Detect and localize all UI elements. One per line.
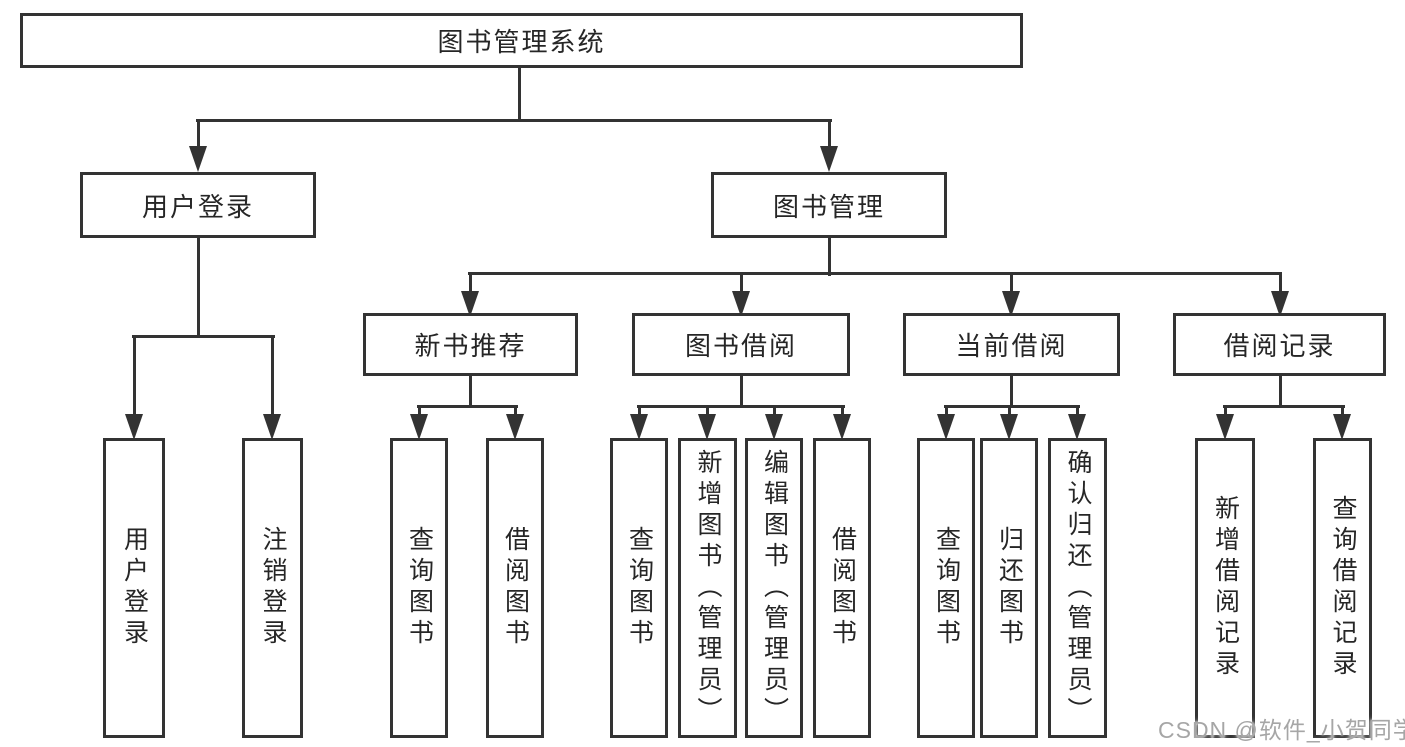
- node-bb-borrow-book-label: 借阅图书: [828, 526, 857, 650]
- connector-new-book-rec-bus: [417, 405, 518, 408]
- connector-book-mgmt-stem: [828, 238, 831, 276]
- arrowhead-to-borrow-records: [1271, 291, 1289, 317]
- arrow-line-to-bb-edit-book: [773, 406, 776, 416]
- node-bb-add-book-label: 新增图书（管理员）: [694, 448, 722, 728]
- arrow-line-to-nbr-query-book: [418, 406, 421, 416]
- arrow-line-to-bb-add-book: [706, 406, 709, 416]
- node-bb-edit-book: 编辑图书（管理员）: [745, 438, 803, 738]
- node-leaf-user-login: 用户登录: [103, 438, 165, 738]
- arrowhead-to-current-borrow: [1002, 291, 1020, 317]
- arrowhead-to-bb-add-book: [698, 414, 716, 440]
- arrow-line-to-cb-query-book: [945, 406, 948, 416]
- connector-borrow-records-bus: [1223, 405, 1345, 408]
- node-nbr-borrow-book-label: 借阅图书: [501, 526, 530, 650]
- arrowhead-to-leaf-logout: [263, 414, 281, 440]
- node-bb-borrow-book: 借阅图书: [813, 438, 871, 738]
- arrow-line-to-cb-confirm-return: [1076, 406, 1079, 416]
- connector-book-mgmt-bus: [468, 272, 1282, 275]
- arrowhead-to-bb-edit-book: [765, 414, 783, 440]
- arrow-line-to-borrow-records: [1279, 274, 1282, 294]
- arrow-line-to-bb-borrow-book: [841, 406, 844, 416]
- connector-root-stem: [518, 68, 521, 121]
- arrowhead-to-cb-query-book: [937, 414, 955, 440]
- arrowhead-to-cb-confirm-return: [1068, 414, 1086, 440]
- node-current-borrow-label: 当前借阅: [955, 331, 1068, 361]
- node-cb-confirm-return: 确认归还（管理员）: [1048, 438, 1107, 738]
- node-br-add-record: 新增借阅记录: [1195, 438, 1255, 738]
- arrow-line-to-user-login: [197, 120, 200, 150]
- node-root-label: 图书管理系统: [437, 27, 606, 57]
- arrowhead-to-book-borrow: [732, 291, 750, 317]
- node-br-query-record-label: 查询借阅记录: [1329, 495, 1357, 681]
- arrow-line-to-br-add-record: [1224, 406, 1227, 416]
- connector-book-borrow-bus: [637, 405, 845, 408]
- node-br-add-record-label: 新增借阅记录: [1211, 495, 1240, 681]
- connector-current-borrow-bus: [944, 405, 1080, 408]
- arrowhead-to-new-book-rec: [461, 291, 479, 317]
- arrowhead-to-book-mgmt: [820, 146, 838, 172]
- arrow-line-to-leaf-logout: [271, 336, 274, 416]
- node-cb-return-book: 归还图书: [980, 438, 1038, 738]
- node-new-book-rec-label: 新书推荐: [414, 331, 527, 361]
- node-bb-edit-book-label: 编辑图书（管理员）: [760, 448, 789, 728]
- arrowhead-to-br-add-record: [1216, 414, 1234, 440]
- arrow-line-to-current-borrow: [1010, 274, 1013, 294]
- connector-root-bus: [196, 119, 832, 122]
- connector-user-login-stem: [197, 238, 200, 338]
- arrow-line-to-nbr-borrow-book: [514, 406, 517, 416]
- connector-current-borrow-stem: [1010, 376, 1013, 407]
- node-borrow-records-label: 借阅记录: [1223, 331, 1336, 361]
- node-book-mgmt-label: 图书管理: [772, 191, 885, 222]
- node-nbr-borrow-book: 借阅图书: [486, 438, 544, 738]
- node-bb-add-book: 新增图书（管理员）: [678, 438, 737, 738]
- arrow-line-to-cb-return-book: [1008, 406, 1011, 416]
- node-leaf-logout-label: 注销登录: [259, 526, 287, 650]
- arrowhead-to-nbr-borrow-book: [506, 414, 524, 440]
- node-nbr-query-book-label: 查询图书: [405, 526, 434, 650]
- node-borrow-records: 借阅记录: [1173, 313, 1386, 376]
- node-user-login-label: 用户登录: [141, 191, 254, 222]
- connector-user-login-bus: [132, 335, 275, 338]
- node-current-borrow: 当前借阅: [903, 313, 1120, 376]
- node-cb-query-book-label: 查询图书: [932, 526, 961, 650]
- arrow-line-to-br-query-record: [1341, 406, 1344, 416]
- arrow-line-to-new-book-rec: [469, 274, 472, 294]
- node-leaf-user-login-label: 用户登录: [120, 526, 149, 650]
- arrowhead-to-leaf-user-login: [125, 414, 143, 440]
- node-cb-query-book: 查询图书: [917, 438, 975, 738]
- arrow-line-to-bb-query-book: [638, 406, 641, 416]
- arrow-line-to-book-borrow: [740, 274, 743, 294]
- arrowhead-to-br-query-record: [1333, 414, 1351, 440]
- arrowhead-to-cb-return-book: [1000, 414, 1018, 440]
- connector-new-book-rec-stem: [469, 376, 472, 407]
- node-new-book-rec: 新书推荐: [363, 313, 578, 376]
- node-nbr-query-book: 查询图书: [390, 438, 448, 738]
- arrowhead-to-bb-query-book: [630, 414, 648, 440]
- node-root: 图书管理系统: [20, 13, 1023, 68]
- node-br-query-record: 查询借阅记录: [1313, 438, 1372, 738]
- arrowhead-to-nbr-query-book: [410, 414, 428, 440]
- node-book-borrow: 图书借阅: [632, 313, 850, 376]
- node-bb-query-book-label: 查询图书: [625, 526, 654, 650]
- node-bb-query-book: 查询图书: [610, 438, 668, 738]
- arrow-line-to-leaf-user-login: [133, 336, 136, 416]
- node-user-login: 用户登录: [80, 172, 316, 238]
- arrowhead-to-bb-borrow-book: [833, 414, 851, 440]
- node-leaf-logout: 注销登录: [242, 438, 303, 738]
- node-book-mgmt: 图书管理: [711, 172, 947, 238]
- arrow-line-to-book-mgmt: [828, 120, 831, 150]
- arrowhead-to-user-login: [189, 146, 207, 172]
- connector-book-borrow-stem: [740, 376, 743, 407]
- csdn-watermark: CSDN @软件_小贺同学: [1158, 717, 1405, 743]
- node-book-borrow-label: 图书借阅: [684, 331, 797, 361]
- node-cb-return-book-label: 归还图书: [995, 526, 1024, 650]
- connector-borrow-records-stem: [1279, 376, 1282, 407]
- node-cb-confirm-return-label: 确认归还（管理员）: [1064, 448, 1092, 728]
